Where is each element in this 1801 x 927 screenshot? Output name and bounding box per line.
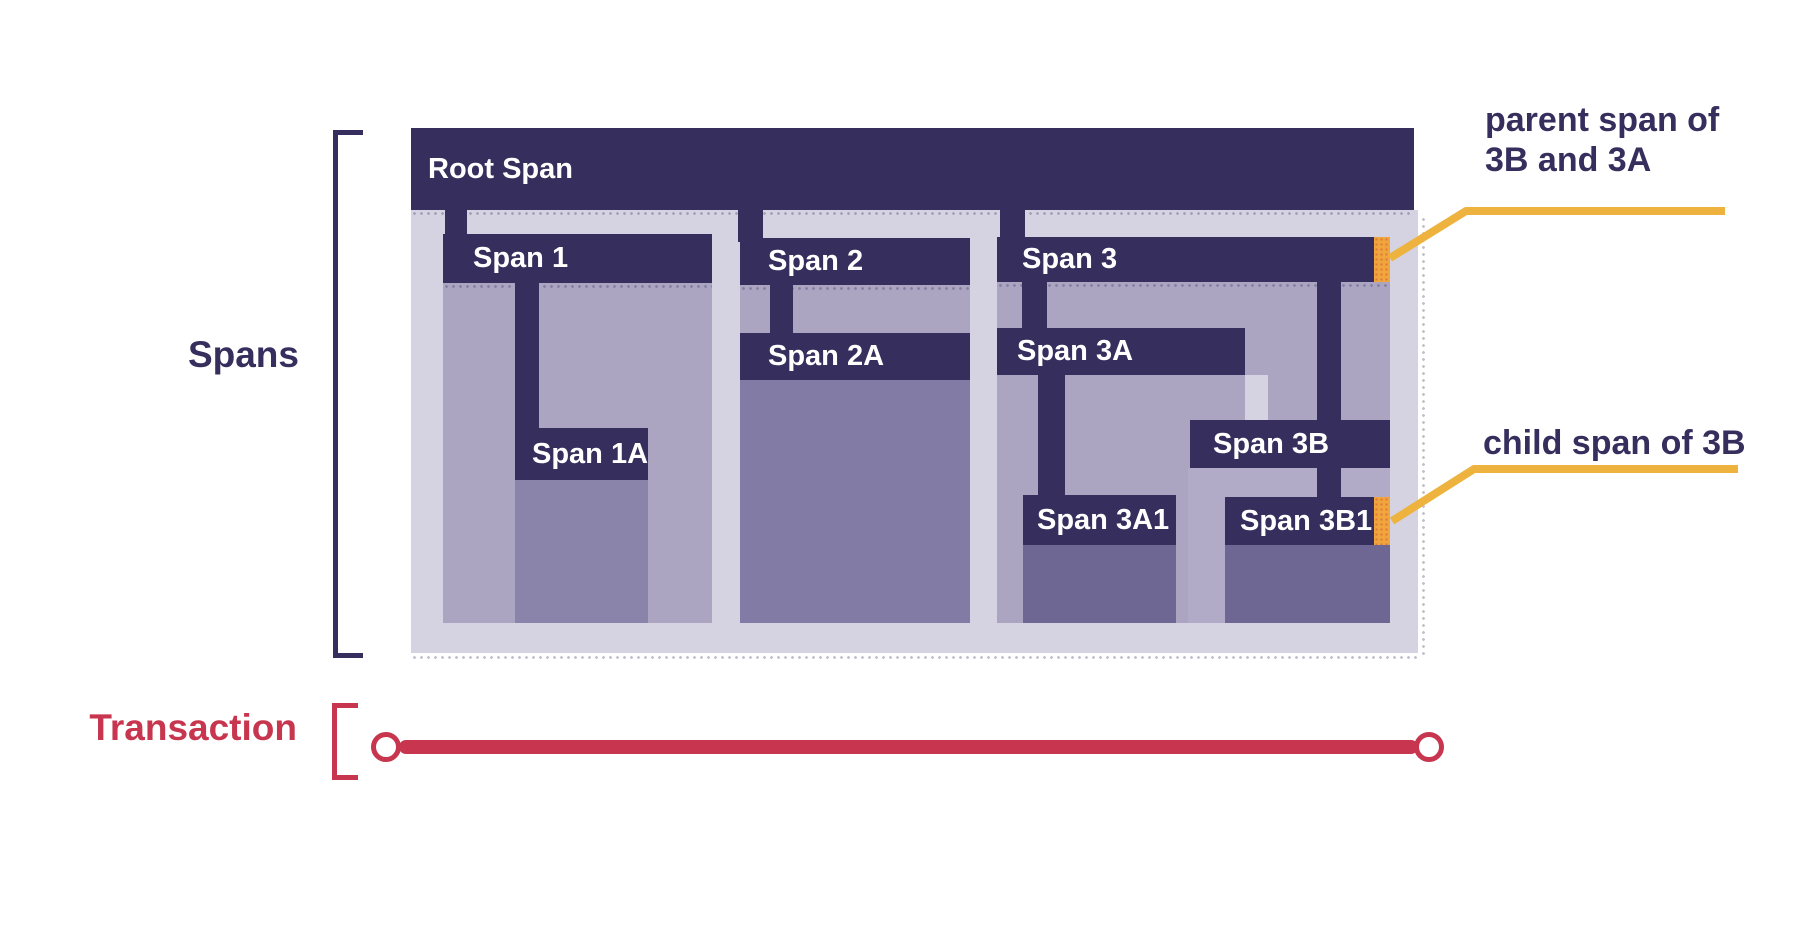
span1a-bar: Span 1A bbox=[515, 428, 648, 480]
transaction-end-circle bbox=[1414, 732, 1444, 762]
transaction-bracket bbox=[332, 703, 358, 780]
child-span-annotation: child span of 3B bbox=[1483, 424, 1746, 462]
span2-bar-label: Span 2 bbox=[768, 245, 864, 277]
connector-root-span2 bbox=[738, 205, 763, 242]
container-right-shadow bbox=[1420, 216, 1429, 656]
connector-span3b-span3b1 bbox=[1317, 465, 1341, 500]
span1-bar-label: Span 1 bbox=[473, 242, 569, 274]
span3-parent-highlight-marker bbox=[1374, 237, 1390, 282]
span2-shadow bbox=[740, 285, 970, 293]
span3b-bar-label: Span 3B bbox=[1213, 427, 1330, 460]
span2-bar: Span 2 bbox=[740, 238, 970, 285]
span3b1-bar-label: Span 3B1 bbox=[1240, 504, 1373, 537]
span3a-bar-label: Span 3A bbox=[1017, 335, 1134, 367]
span3-bar-label: Span 3 bbox=[1022, 243, 1118, 275]
span3-column-gap bbox=[1245, 375, 1268, 421]
root-span-shadow bbox=[411, 210, 1414, 218]
span1-shadow bbox=[443, 283, 712, 291]
container-bottom-shadow bbox=[411, 654, 1418, 663]
span2a-bar-label: Span 2A bbox=[768, 340, 885, 372]
span1-bar: Span 1 bbox=[443, 234, 712, 283]
connector-span3a-span3a1 bbox=[1038, 372, 1065, 499]
span3a-bar: Span 3A bbox=[997, 328, 1245, 375]
span3-bar: Span 3 bbox=[997, 237, 1390, 282]
transaction-timeline bbox=[399, 740, 1418, 754]
transaction-start-circle bbox=[371, 732, 401, 762]
spans-bracket bbox=[333, 130, 363, 658]
connector-span2-span2a bbox=[770, 282, 793, 337]
connector-root-span1 bbox=[445, 205, 467, 240]
spans-label: Spans bbox=[187, 334, 299, 375]
span2a-bar: Span 2A bbox=[740, 333, 970, 380]
span2a-duration-tail bbox=[740, 380, 970, 623]
root-span-bar-label: Root Span bbox=[428, 152, 573, 185]
transaction-label: Transaction bbox=[89, 707, 297, 748]
span3b1-bar: Span 3B1 bbox=[1225, 497, 1390, 545]
parent-callout-line bbox=[1387, 207, 1725, 262]
root-span-bar: Root Span bbox=[411, 128, 1414, 210]
connector-span3-span3b bbox=[1317, 279, 1341, 424]
span3a1-bar-label: Span 3A1 bbox=[1037, 503, 1170, 536]
connector-root-span3 bbox=[1000, 205, 1025, 241]
parent-span-annotation-line1: parent span of bbox=[1485, 101, 1720, 139]
connector-span3-span3a bbox=[1022, 279, 1047, 332]
span3a1-bar: Span 3A1 bbox=[1023, 495, 1176, 545]
connector-span1-span1a bbox=[515, 280, 539, 432]
parent-span-annotation-line2: 3B and 3A bbox=[1485, 141, 1652, 179]
span3-shadow bbox=[997, 282, 1390, 290]
span3b1-duration-tail bbox=[1225, 545, 1390, 623]
span3a1-duration-tail bbox=[1023, 545, 1176, 623]
span1a-duration-tail bbox=[515, 480, 648, 623]
span3b1-child-highlight-marker bbox=[1374, 497, 1390, 545]
span1a-bar-label: Span 1A bbox=[532, 437, 649, 470]
span3b-bar: Span 3B bbox=[1190, 420, 1390, 468]
parent-span-annotation: parent span of 3B and 3A bbox=[1485, 100, 1719, 180]
child-callout-line bbox=[1389, 465, 1738, 525]
